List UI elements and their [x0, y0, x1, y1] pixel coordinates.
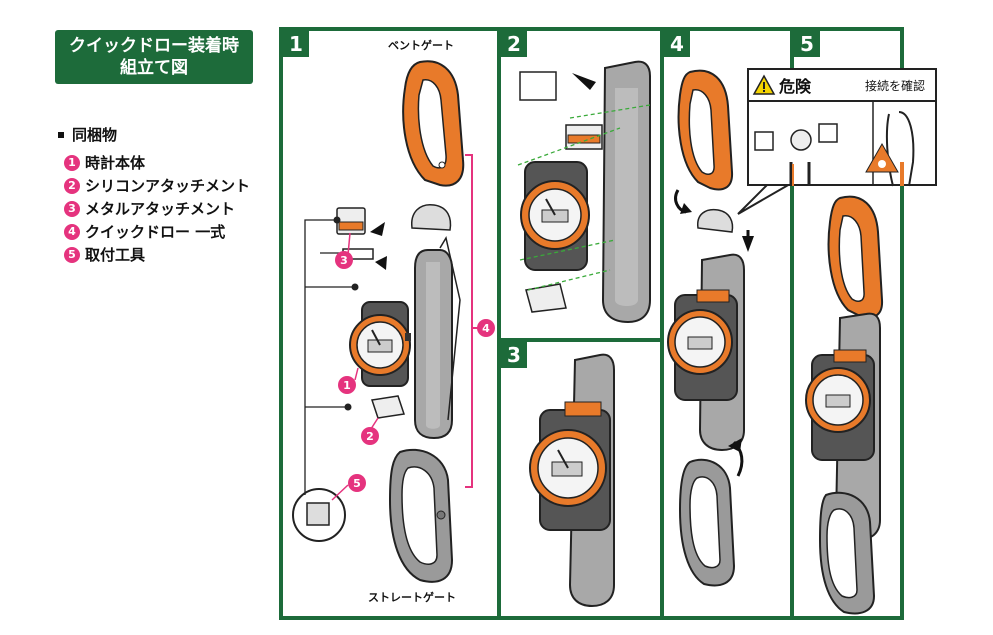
sling-band-illustration — [414, 236, 461, 440]
warning-illustration — [754, 102, 915, 187]
warning-header: 危険 接続を確認 — [749, 70, 935, 102]
bent-gate-carabiner-illustration — [827, 195, 884, 319]
band-illustration — [601, 60, 651, 324]
watch-illustration — [667, 289, 738, 401]
straight-gate-carabiner-illustration — [388, 448, 454, 583]
bent-gate-carabiner-illustration — [677, 69, 734, 191]
step-number-3: 3 — [501, 342, 527, 368]
title-box: クイックドロー装着時 組立て図 — [55, 30, 253, 84]
incorrect-hook-icon — [754, 131, 774, 151]
silicone-cap-illustration — [697, 208, 734, 233]
list-item: 4 クイックドロー 一式 — [64, 220, 250, 243]
contents-list: 同梱物 1 時計本体 2 シリコンアタッチメント 3 メタルアタッチメント 4 クイック… — [58, 124, 250, 266]
number-badge: 3 — [64, 200, 80, 217]
title-line1: クイックドロー装着時 — [69, 36, 239, 56]
callout-4: 4 — [477, 319, 495, 337]
correct-hook-icon — [818, 123, 838, 143]
guide-lines — [517, 104, 651, 291]
list-item: 2 シリコンアタッチメント — [64, 174, 250, 197]
step-number-2: 2 — [501, 31, 527, 57]
warning-box: 危険 接続を確認 — [747, 68, 937, 187]
watch-illustration — [349, 301, 411, 387]
straight-gate-caption: ストレートゲート — [368, 591, 456, 604]
straight-gate-carabiner-illustration — [818, 491, 876, 615]
callout-3: 3 — [335, 251, 353, 269]
number-badge: 1 — [64, 154, 80, 171]
number-badge: 4 — [64, 223, 80, 240]
tool-illustration — [292, 488, 346, 542]
warning-check-label: 接続を確認 — [864, 78, 925, 93]
step-number-5: 5 — [794, 31, 820, 57]
contents-header-label: 同梱物 — [72, 126, 118, 144]
metal-part-illustration — [519, 71, 557, 101]
contents-header: 同梱物 — [58, 124, 250, 145]
step-number-1: 1 — [283, 31, 309, 57]
number-badge: 5 — [64, 246, 80, 263]
list-item: 1 時計本体 — [64, 151, 250, 174]
number-badge: 2 — [64, 177, 80, 194]
list-item-label: メタルアタッチメント — [85, 200, 236, 218]
watch-illustration — [805, 349, 875, 461]
warning-danger-label: 危険 — [779, 77, 812, 96]
caution-triangle-icon — [865, 142, 899, 173]
list-item: 5 取付工具 — [64, 243, 250, 266]
straight-gate-carabiner-illustration — [678, 458, 736, 587]
list-item-label: クイックドロー 一式 — [85, 223, 226, 241]
callout-1: 1 — [338, 376, 356, 394]
leader-dots — [333, 216, 359, 411]
list-item-label: シリコンアタッチメント — [85, 177, 251, 195]
silicone-cap-illustration — [411, 204, 452, 231]
bent-gate-caption: ベントゲート — [388, 39, 454, 52]
kit-bracket — [465, 154, 473, 488]
bent-gate-carabiner-illustration — [402, 60, 465, 187]
list-item: 3 メタルアタッチメント — [64, 197, 250, 220]
watch-illustration — [529, 401, 611, 531]
title-line2: 組立て図 — [120, 58, 188, 78]
silicone-attachment-illustration — [371, 395, 405, 419]
list-item-label: 取付工具 — [85, 246, 146, 264]
step-number-4: 4 — [664, 31, 690, 57]
list-item-label: 時計本体 — [85, 154, 146, 172]
watch-illustration — [520, 161, 590, 271]
callout-5: 5 — [348, 474, 366, 492]
callout-2: 2 — [361, 427, 379, 445]
warning-triangle-icon — [752, 74, 776, 95]
bullet-square — [58, 131, 64, 138]
leader-lines — [304, 219, 355, 495]
